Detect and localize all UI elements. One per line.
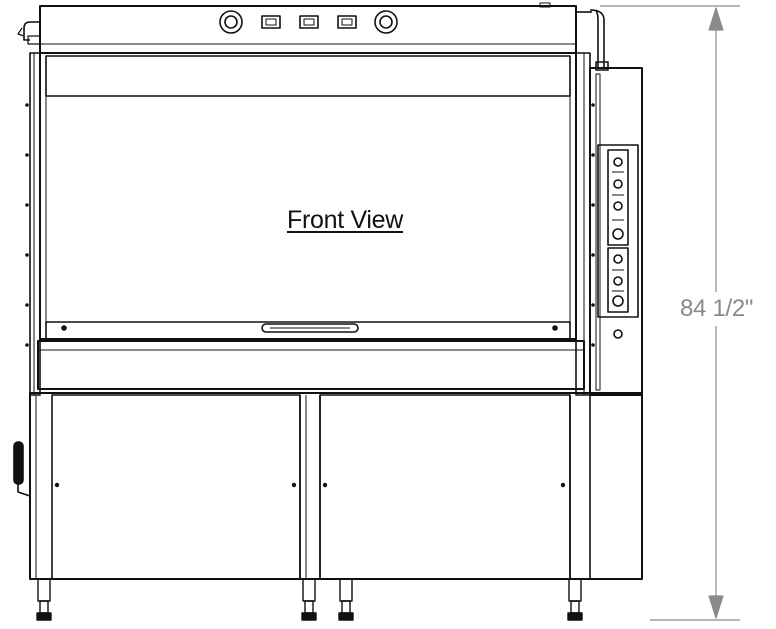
leg-3 (338, 578, 354, 621)
left-inlet-pipe (17, 21, 41, 45)
right-cabinet-door (319, 394, 571, 580)
arrow-up-icon (708, 7, 724, 31)
leg-4 (567, 578, 583, 621)
upper-switch-bank-icon (607, 149, 629, 246)
door-handle-icon (261, 323, 359, 333)
indicator-light-icon (613, 329, 623, 339)
legs (36, 578, 583, 621)
top-control-housing (39, 2, 592, 54)
arrow-down-icon (708, 595, 724, 619)
side-control-panel (589, 67, 643, 396)
drain-lever-icon (13, 441, 31, 497)
left-cabinet-door (51, 394, 301, 580)
height-dimension-label: 84 1/2" (680, 295, 754, 322)
right-dial-icon (374, 10, 398, 34)
lower-cabinet (29, 392, 643, 580)
machine-body (25, 52, 595, 396)
lower-switch-bank-icon (607, 247, 629, 313)
switch-1-icon (261, 15, 281, 29)
view-title: Front View (287, 206, 404, 234)
right-drain-pipe (589, 9, 609, 71)
switch-3-icon (337, 15, 357, 29)
left-dial-icon (219, 10, 243, 34)
leg-2 (301, 578, 317, 621)
switch-2-icon (299, 15, 319, 29)
leg-1 (36, 578, 52, 621)
